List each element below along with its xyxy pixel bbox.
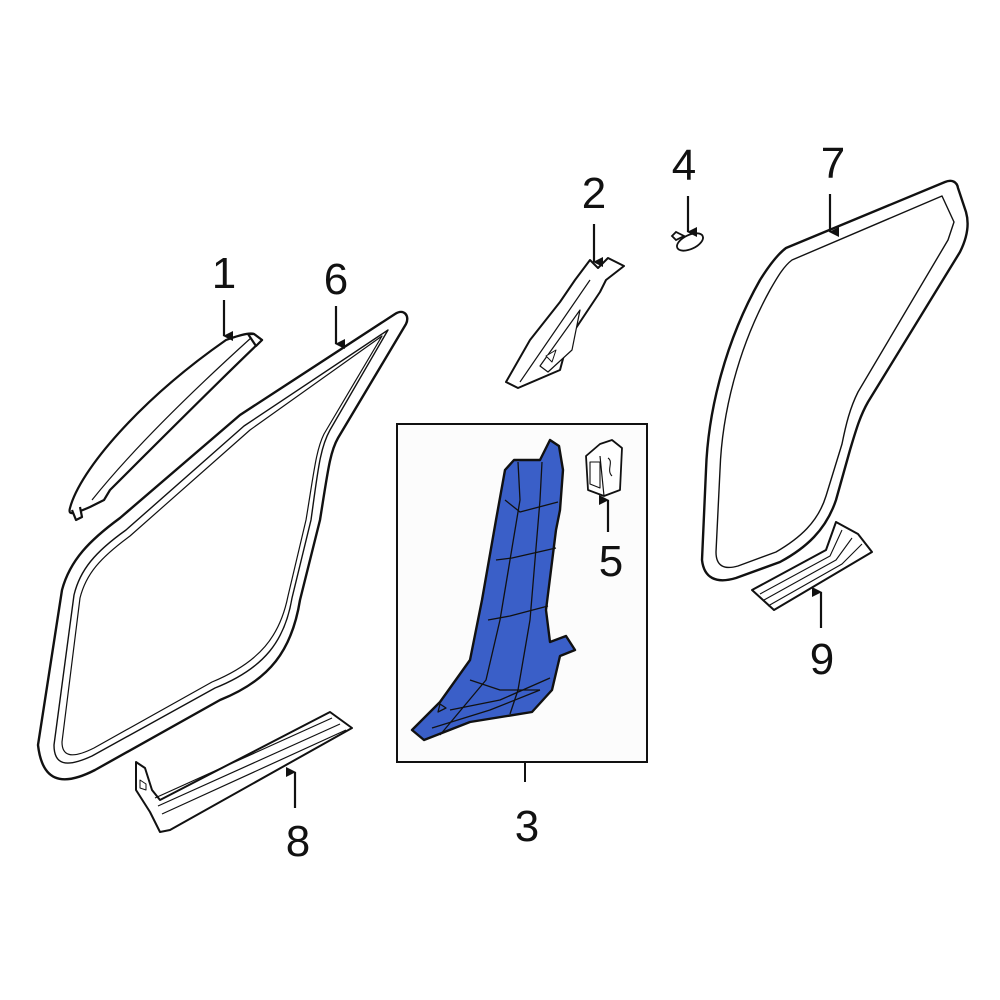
callout-5[interactable]: 5 [598,537,624,586]
callout-6[interactable]: 6 [323,255,349,304]
callout-3[interactable]: 3 [514,802,540,851]
callout-1[interactable]: 1 [211,249,237,298]
callout-8[interactable]: 8 [285,817,311,866]
callout-7[interactable]: 7 [820,139,846,188]
part-5-retainer[interactable] [585,439,623,497]
part-3-lower-pillar-trim[interactable] [410,438,577,742]
part-6-front-weatherstrip[interactable] [36,310,409,781]
callout-2[interactable]: 2 [581,169,607,218]
part-2-upper-pillar-trim[interactable] [505,257,625,389]
part-8-front-scuff-plate[interactable] [135,711,353,833]
part-9-rear-scuff-plate[interactable] [751,521,873,611]
callout-9[interactable]: 9 [809,635,835,684]
part-1-pillar-trim[interactable] [68,332,264,522]
part-7-rear-weatherstrip[interactable] [700,179,969,582]
part-4-clip[interactable] [670,230,706,255]
callout-4[interactable]: 4 [671,141,697,190]
